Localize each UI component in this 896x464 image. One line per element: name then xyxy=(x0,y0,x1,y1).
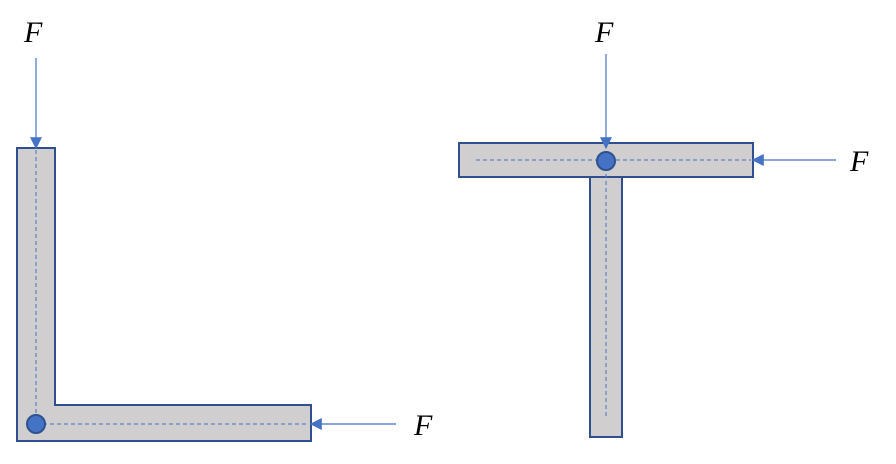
l-frame-right-force-label: F xyxy=(413,409,433,442)
t-frame-joint xyxy=(596,151,616,171)
t-frame-stem xyxy=(589,175,623,438)
l-frame-top-force-label: F xyxy=(23,16,43,49)
l-frame-joint xyxy=(26,414,46,434)
l-frame: F F xyxy=(16,16,433,442)
t-frame-right-force-label: F xyxy=(849,145,869,178)
t-frame-top-force-label: F xyxy=(594,16,614,49)
l-frame-member xyxy=(16,147,312,442)
t-frame: F F xyxy=(458,16,869,438)
